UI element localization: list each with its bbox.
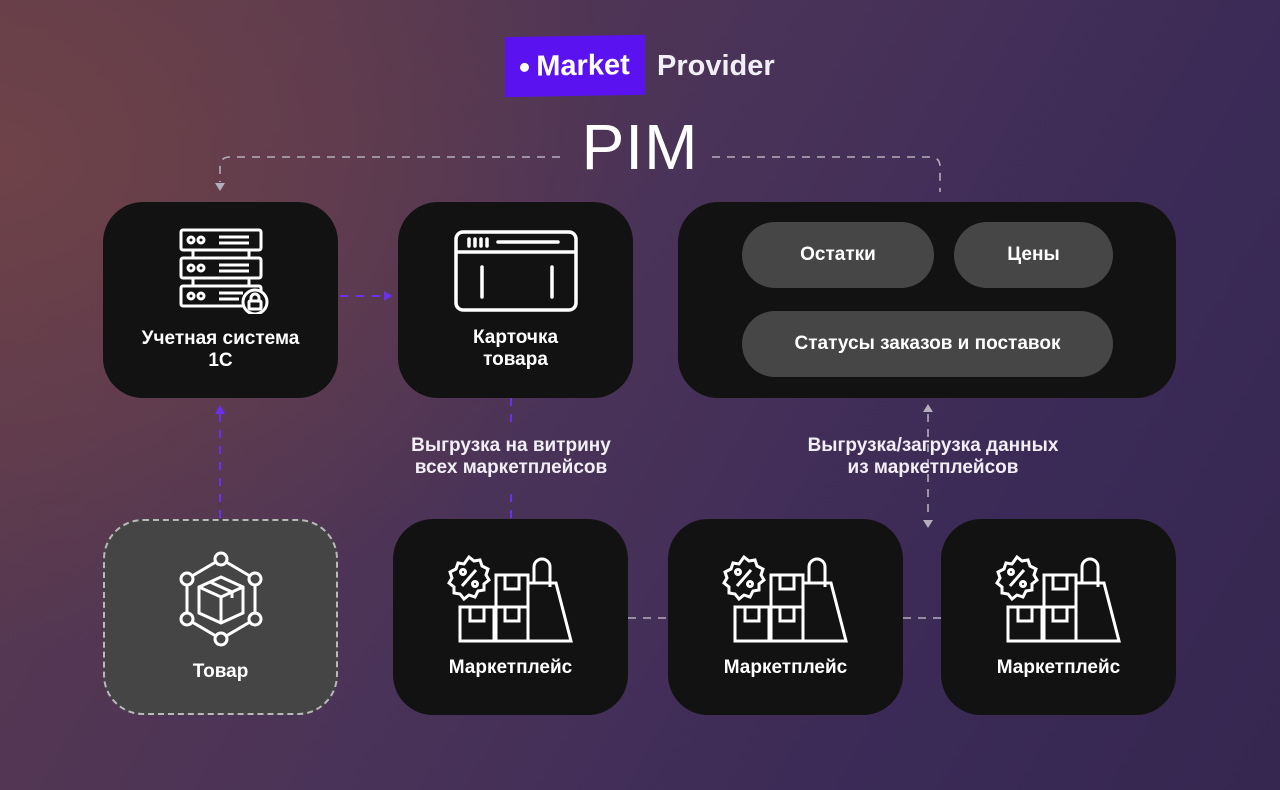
marketplace-label: Маркетплейс [996, 657, 1121, 678]
marketplace-shopping-icon [994, 555, 1121, 643]
node-marketplace: Маркетплейс [941, 519, 1176, 715]
node-marketplace: Маркетплейс [393, 519, 628, 715]
arrow-down-icon [923, 520, 933, 528]
marketplace-label: Маркетплейс [723, 657, 848, 678]
marketplace-shopping-icon [721, 555, 848, 643]
marketplace-label: Маркетплейс [448, 657, 573, 678]
arrow-up-icon [215, 405, 225, 414]
diagram-title: PIM [581, 111, 699, 183]
node-product: Товар [103, 519, 338, 715]
pill-order-statuses: Статусы заказов и поставок [742, 311, 1113, 377]
marketplace-shopping-icon [446, 555, 573, 643]
server-lock-icon [179, 228, 268, 314]
arrow-down-icon [215, 183, 225, 191]
pill-stock: Остатки [742, 222, 934, 288]
box-network-icon [179, 551, 262, 647]
arrow-up-icon [923, 404, 933, 412]
pim-right-line [712, 156, 941, 192]
browser-window-icon [453, 230, 578, 312]
node-marketplace: Маркетплейс [668, 519, 903, 715]
node-product-card: Карточка товара [398, 202, 633, 398]
brand-logo: Market Provider [505, 34, 775, 98]
arrow-right-icon [384, 291, 392, 301]
pim-to-1c-line [219, 156, 560, 182]
node-accounting-1c: Учетная система 1С [103, 202, 338, 398]
pill-prices: Цены [954, 222, 1113, 288]
